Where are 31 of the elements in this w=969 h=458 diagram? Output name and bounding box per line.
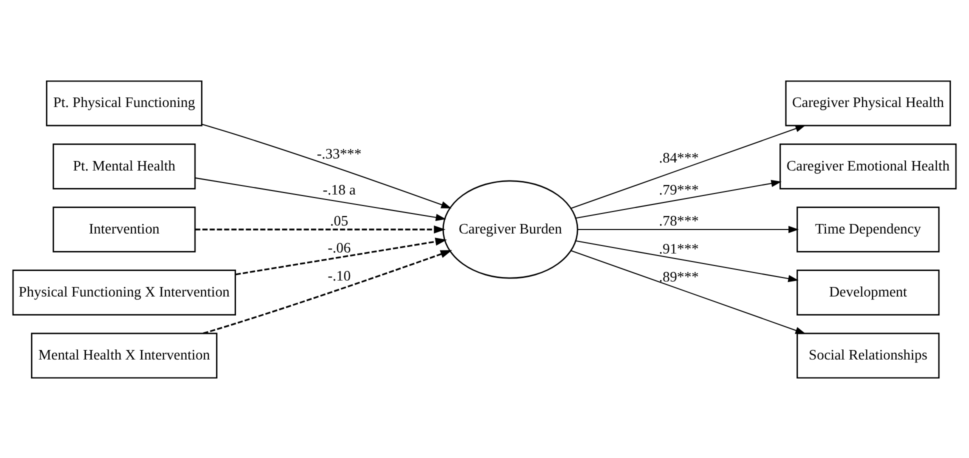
node-ellipse: Caregiver Burden [442,180,578,278]
arrow [203,250,452,334]
node-box: Mental Health X Intervention [30,332,218,378]
edge-label: .91*** [658,240,699,257]
edge-label: .89*** [658,268,699,285]
arrow [202,123,452,208]
arrow [570,250,806,334]
node-box: Caregiver Physical Health [785,80,951,126]
node-box: Pt. Mental Health [52,143,196,189]
arrow [570,124,806,208]
arrow [578,225,799,233]
arrow [236,237,447,275]
node-box: Development [796,269,940,315]
edge-label: .05 [330,213,348,230]
node-box: Intervention [52,206,196,252]
edge-label: .78*** [658,213,699,230]
edge-label: -.10 [328,268,351,284]
node-box: Pt. Physical Functioning [46,80,202,126]
node-box: Physical Functioning X Intervention [12,269,236,315]
arrow [195,224,446,234]
node-box: Caregiver Emotional Health [780,143,957,189]
edge-label: .84*** [658,150,699,166]
node-box: Time Dependency [796,206,940,252]
arrow [576,179,782,218]
edge-label: -.33*** [316,146,362,162]
edge-label: -.06 [328,240,351,256]
edge-label: -.18 a [322,182,356,198]
arrow [195,176,446,221]
arrow [576,240,799,282]
edge-label: .79*** [658,182,699,198]
node-box: Social Relationships [796,332,940,378]
